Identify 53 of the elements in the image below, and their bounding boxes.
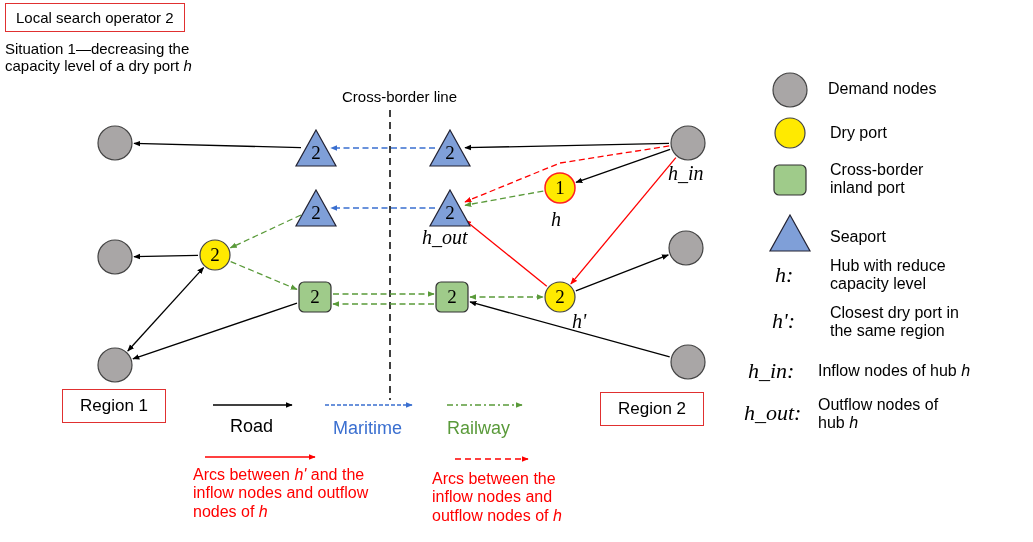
arrow [133,140,302,149]
symbol-definition: Hub with reduce capacity level [830,257,947,294]
arrow [229,214,302,249]
arrow [464,190,544,207]
arrow [464,142,670,151]
arrow [464,145,670,203]
node-annotation: h_in [668,162,704,185]
arrow [575,254,669,292]
math-symbol: h': [772,308,796,334]
node-annotation: h [551,208,561,231]
capacity-level-number: 2 [311,142,321,164]
legend-text: Arcs between h' and the inflow nodes and outflow nodes of h [193,466,370,522]
capacity-level-number: 2 [447,286,457,308]
capacity-level-number: 2 [445,142,455,164]
arrow [469,294,544,300]
legend-text: Maritime [333,418,403,439]
legend-text: Railway [447,418,512,439]
math-symbol: h_in: [748,358,795,384]
arrow [330,205,436,211]
arrow [127,266,205,352]
node-annotation: h_out [422,226,468,249]
math-symbol: h: [775,262,794,288]
symbol-definition: Inflow nodes of hub h [818,362,972,381]
legend-text: Seaport [830,228,888,247]
arrow [330,145,436,151]
arrow [230,260,298,291]
capacity-level-number: 2 [310,286,320,308]
symbol-definition: Outflow nodes of hub h [818,396,940,433]
arrow [469,300,671,358]
capacity-level-number: 2 [311,202,321,224]
symbol-definition: Closest dry port in the same region [830,304,960,341]
arrow [575,148,671,183]
border-line-label: Cross-border line [342,88,459,106]
region-box: Region 2 [600,392,704,426]
capacity-level-number: 2 [555,286,565,308]
node-annotation: h' [572,310,587,333]
legend-text: Road [230,416,275,437]
legend-text: Demand nodes [828,80,938,99]
capacity-level-number: 1 [555,177,565,199]
arrow [132,302,298,360]
capacity-level-number: 2 [445,202,455,224]
arrow [133,253,199,260]
arrow [332,291,435,297]
situation-note: Situation 1—decreasing the capacity level of a dry port h [5,40,193,75]
legend-text: Cross-border inland port [830,161,925,198]
legend-text: Dry port [830,124,888,143]
capacity-level-number: 2 [210,244,220,266]
arrow [570,156,677,285]
region-box: Region 1 [62,389,166,423]
math-symbol: h_out: [744,400,802,426]
arrow [332,301,435,307]
legend-text: Arcs between the inflow nodes and outflow nodes of h [432,470,563,526]
title-box: Local search operator 2 [5,3,185,32]
